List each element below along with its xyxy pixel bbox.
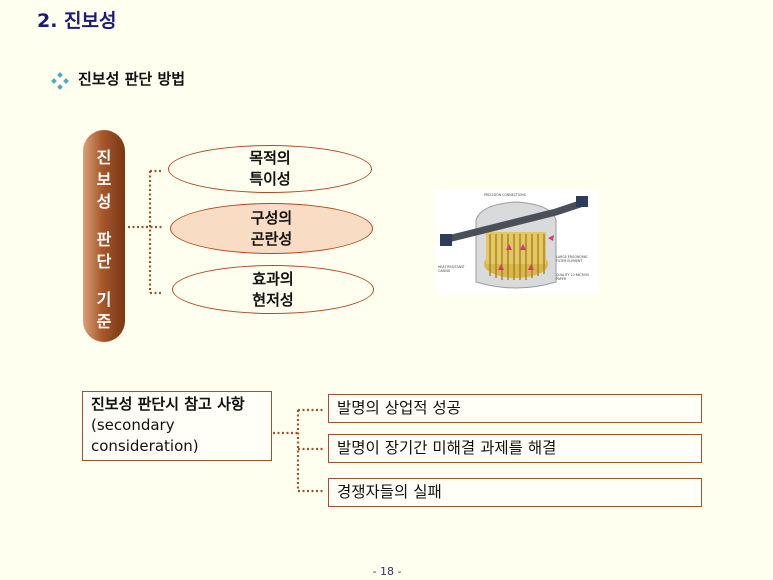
criterion-line: 곤란성: [250, 229, 293, 248]
reference-title: 진보성 판단시 참고 사항: [91, 395, 245, 413]
svg-text:CASING: CASING: [438, 269, 451, 273]
reference-subtitle: (secondary consideration): [91, 416, 199, 455]
svg-text:PRECISION CONNECTIONS: PRECISION CONNECTIONS: [484, 193, 526, 197]
criterion-line: 목적의: [249, 149, 291, 167]
svg-text:HEAT RESISTANT: HEAT RESISTANT: [438, 265, 465, 269]
reference-item: 경쟁자들의 실패: [328, 478, 702, 507]
reference-item: 발명의 상업적 성공: [328, 394, 702, 423]
pillar-char: 기: [96, 290, 112, 309]
criterion-line: 현저성: [252, 290, 294, 309]
page-number: - 18 -: [372, 565, 402, 578]
criterion-line: 구성의: [250, 208, 293, 227]
svg-text:LARGE ERGONOMIC: LARGE ERGONOMIC: [556, 255, 589, 259]
secondary-consideration-box: 진보성 판단시 참고 사항 (secondary consideration): [82, 391, 272, 461]
pillar-char: 단: [96, 252, 112, 271]
pillar-char: 보: [96, 170, 112, 189]
svg-text:QUALITY 10 MICRON: QUALITY 10 MICRON: [556, 273, 589, 277]
filter-cutaway-image: PRECISION CONNECTIONS LARGE ERGONOMICFILT…: [436, 190, 597, 294]
slide-title: 2. 진보성: [37, 10, 117, 32]
svg-text:PAPER: PAPER: [556, 277, 567, 281]
pillar-char: 준: [96, 312, 112, 331]
pillar-char: 진: [96, 148, 112, 167]
criteria-pillar: 진 보 성 판 단 기 준: [83, 130, 125, 342]
reference-item: 발명이 장기간 미해결 과제를 해결: [328, 434, 702, 463]
svg-text:FILTER ELEMENT: FILTER ELEMENT: [556, 259, 582, 263]
pillar-char: 판: [96, 230, 112, 249]
pillar-char: 성: [96, 192, 112, 211]
criterion-line: 효과의: [252, 269, 294, 288]
four-diamond-bullet-icon: [51, 72, 69, 90]
section-heading: 진보성 판단 방법: [78, 70, 186, 88]
criterion-line: 특이성: [249, 170, 291, 188]
